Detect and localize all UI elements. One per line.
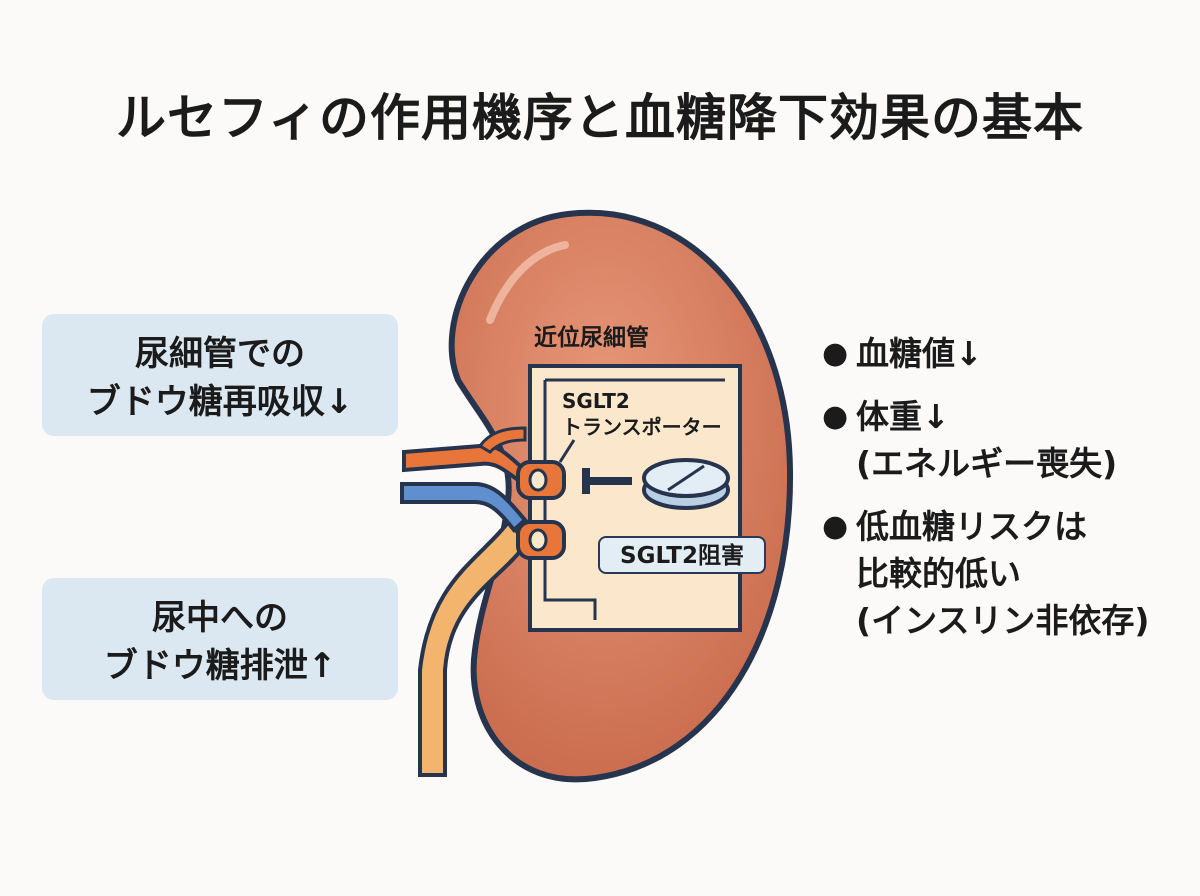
tubule-label: 近位尿細管: [534, 325, 649, 351]
excretion-line-1: 尿中への: [152, 598, 288, 638]
effect-line: 比較的低い: [856, 554, 1021, 593]
effect-line: (インスリン非依存): [856, 601, 1150, 640]
inhibition-icon: [582, 468, 632, 494]
bullet-icon: ●: [822, 509, 849, 544]
kidney-highlight: [486, 241, 569, 324]
effect-item: ● 低血糖リスクは 比較的低い (インスリン非依存): [820, 503, 1190, 644]
page-title: ルセフィの作用機序と血糖降下効果の基本: [116, 89, 1084, 147]
effect-line: (エネルギー喪失): [856, 444, 1118, 483]
transporter-label-2: トランスポーター: [562, 415, 722, 439]
transporter-label-1: SGLT2: [562, 389, 630, 413]
sglt2-transporter-lower: [516, 520, 566, 560]
reabsorption-line-1: 尿細管での: [135, 334, 305, 374]
effect-line: 体重↓: [856, 397, 950, 436]
ureter: [418, 516, 528, 777]
sglt2-label-pointer: [558, 439, 576, 463]
bullet-icon: ●: [822, 399, 849, 434]
excretion-callout: 尿中への ブドウ糖排泄↑: [42, 578, 398, 700]
effects-list: ● 血糖値↓ ● 体重↓ (エネルギー喪失) ● 低血糖リスクは 比較的低い (…: [820, 330, 1190, 660]
reabsorption-callout: 尿細管での ブドウ糖再吸収↓: [42, 314, 398, 436]
effect-item: ● 体重↓ (エネルギー喪失): [820, 393, 1190, 487]
effect-line: 低血糖リスクは: [856, 507, 1087, 546]
kidney-illustration: [400, 209, 794, 783]
excretion-line-2: ブドウ糖排泄↑: [103, 646, 337, 686]
inhibition-badge: SGLT2阻害: [598, 536, 766, 574]
transporter-label: SGLT2 トランスポーター: [562, 388, 722, 440]
reabsorption-line-2: ブドウ糖再吸収↓: [86, 382, 354, 422]
bullet-icon: ●: [822, 336, 849, 371]
sglt2-transporter-upper: [516, 460, 566, 500]
kidney-diagram: 近位尿細管 SGLT2 トランスポーター SGLT2阻害: [390, 200, 810, 800]
effect-line: 血糖値↓: [856, 334, 983, 373]
pill-icon: [642, 458, 730, 510]
effect-item: ● 血糖値↓: [820, 330, 1190, 377]
renal-artery-branch: [477, 426, 527, 454]
